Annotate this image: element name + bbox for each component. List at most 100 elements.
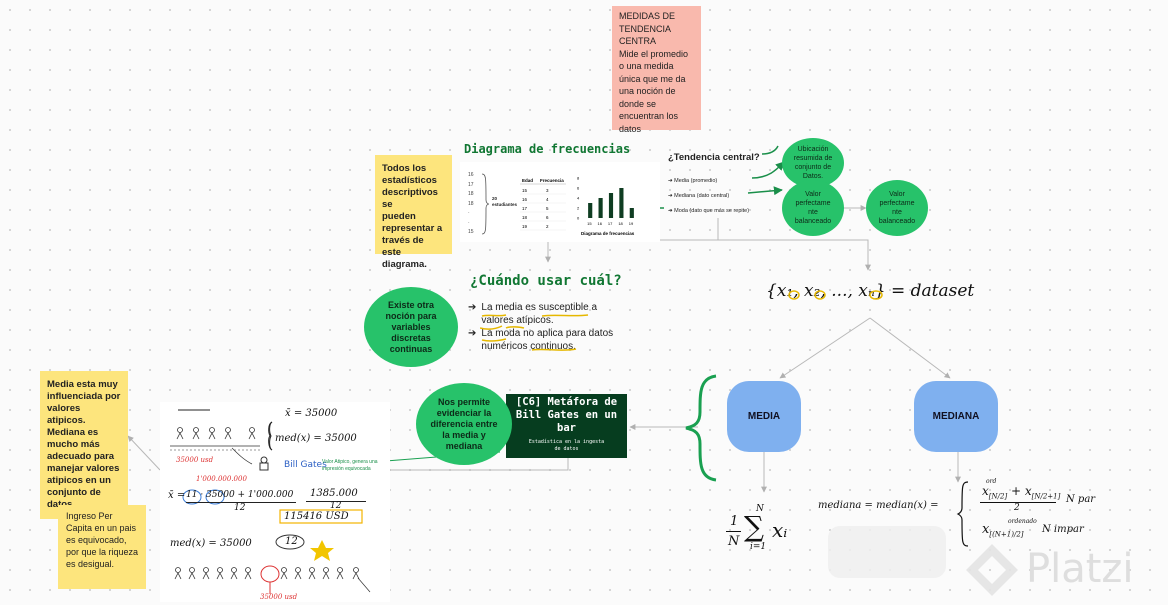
freq-table-cell: 3: [546, 188, 549, 193]
freq-bar: [588, 203, 593, 218]
person-head: [203, 567, 209, 573]
person-head: [193, 427, 199, 433]
bill-gates-title: [C6] Metáfora de Bill Gates en un bar: [515, 396, 618, 434]
freq-y-tick: 4: [577, 196, 580, 201]
hw-result-den: 12: [330, 501, 342, 511]
connector-notes-sticky: [127, 435, 161, 471]
formula-n-par: N par: [1066, 494, 1096, 505]
freq-table-cell: 16: [522, 197, 528, 202]
circle-existe-otra[interactable]: Existe otra noción para variables discre…: [364, 287, 458, 367]
formula-media-x: xᵢ: [772, 518, 788, 542]
freq-x-tick: 15: [587, 221, 592, 226]
person-body: [308, 572, 316, 580]
note-ingreso-per-capita[interactable]: Ingreso Per Capita en un pais es equivoc…: [58, 505, 146, 589]
tendencia-item-moda: ➔ Moda (dato que más se repite): [668, 208, 750, 214]
hw-thousand-million: 1'000.000.000: [196, 475, 247, 483]
freq-y-tick: 8: [577, 176, 580, 181]
freq-title: Diagrama de frecuencias: [464, 142, 631, 156]
person-body: [208, 432, 216, 440]
person-body: [244, 572, 252, 580]
formula-ord-1: ord: [986, 478, 997, 485]
freq-y-tick: 0: [577, 216, 580, 221]
freq-bar: [619, 188, 624, 218]
freq-x-tick: 19: [629, 221, 634, 226]
formula-mediana-brace: [956, 481, 969, 547]
connector-freq-to-dataset: [718, 239, 871, 271]
freq-left-value: 17: [468, 181, 474, 188]
tendencia-question: ¿Tendencia central?: [668, 152, 760, 163]
person-body: [174, 572, 182, 580]
bill-gates-figure: [259, 456, 269, 471]
freq-table-cell: 15: [522, 188, 528, 193]
note-todos-estadisticos[interactable]: Todos los estadísticos descriptivos se p…: [375, 155, 452, 270]
note-medidas-tendencia[interactable]: MEDIDAS DE TENDENCIA CENTRA Mide el prom…: [612, 6, 701, 134]
person-head: [295, 567, 301, 573]
blank-box: [828, 526, 946, 578]
freq-table-cell: 6: [546, 215, 549, 220]
hw-result-num: 1385.000: [310, 488, 358, 499]
formula-media-n: N: [728, 534, 740, 549]
formula-par-bar: [980, 502, 1056, 503]
hw-med: med(x) = 35000: [275, 433, 357, 444]
freq-table-cell: 2: [546, 224, 549, 229]
freq-bar: [629, 208, 634, 218]
freq-y-tick: 2: [577, 206, 580, 211]
freq-left-value: 15: [468, 229, 474, 235]
person-head: [231, 567, 237, 573]
node-media[interactable]: MEDIA: [727, 381, 801, 452]
cuando-title: ¿Cuándo usar cuál?: [470, 273, 622, 289]
person-head: [281, 567, 287, 573]
formula-media-one: 1: [730, 514, 739, 529]
tendencia-item-mediana: ➔ Mediana (dato central): [668, 193, 730, 199]
person-body: [188, 572, 196, 580]
connector-dataset-mediana: [869, 317, 951, 379]
hw-den: 12: [234, 503, 246, 513]
formula-par-den: 2: [1014, 503, 1020, 513]
formula-mediana-lhs: mediana = median(x) =: [818, 500, 939, 511]
freq-table-header: Frecuencia: [540, 178, 564, 183]
freq-x-tick: 18: [618, 221, 623, 226]
node-mediana[interactable]: MEDIANA: [914, 381, 998, 452]
hw-xbar-expr: 11 · 35000 + 1'000.000: [186, 490, 294, 500]
person-head: [175, 567, 181, 573]
bill-gates-card[interactable]: [C6] Metáfora de Bill Gates en un bar Es…: [506, 394, 627, 458]
green-brace: [685, 374, 717, 482]
note-media-influenciada[interactable]: Media esta muy influenciada por valores …: [40, 371, 128, 519]
hw-35000-bottom: 35000 usd: [260, 593, 298, 601]
freq-table-cell: 19: [522, 224, 528, 229]
circle-ubicacion[interactable]: Ubicación resumida de conjunto de Datos.: [782, 138, 844, 188]
freq-left-value: 16: [468, 172, 474, 178]
sum-icon: ∑: [744, 510, 764, 543]
person-head: [249, 427, 255, 433]
freq-y-tick: 6: [577, 186, 580, 191]
person-head: [323, 567, 329, 573]
circle-valor-balanceado-2[interactable]: Valor perfectame nte balanceado: [866, 180, 928, 236]
freq-table-cell: 5: [546, 206, 549, 211]
circle-valor-balanceado-1[interactable]: Valor perfectame nte balanceado: [782, 180, 844, 236]
cuando-highlights: [480, 314, 589, 351]
person-head: [177, 427, 183, 433]
cuando-bullets: ➔La media es susceptible a valores atípi…: [468, 302, 628, 353]
hw-fraction-bar: [186, 502, 296, 503]
person-body: [216, 572, 224, 580]
hw-35000-top: 35000 usd: [176, 456, 214, 464]
person-head: [245, 567, 251, 573]
person-head: [353, 567, 359, 573]
freq-estudiantes: 20 estudiantes: [492, 196, 518, 207]
bill-gates-subtitle: Estadística en la ingesta de datos: [528, 439, 605, 452]
person-body: [230, 572, 238, 580]
formula-impar: x[(N+1)/2]: [982, 522, 1024, 539]
formula-n-impar: N impar: [1042, 524, 1084, 535]
circle-nos-permite[interactable]: Nos permite evidenciar la diferencia ent…: [416, 383, 512, 465]
person-head: [337, 567, 343, 573]
freq-x-tick: 16: [598, 221, 603, 226]
hw-bill-gates: Bill Gates: [284, 460, 327, 470]
freq-chart-caption: Diagrama de frecuencias: [581, 231, 635, 236]
platzi-logo-icon: [966, 544, 1018, 596]
freq-table-cell: 17: [522, 206, 528, 211]
person-head: [217, 567, 223, 573]
person-head: [225, 427, 231, 433]
freq-table-header: Edad: [522, 178, 533, 183]
